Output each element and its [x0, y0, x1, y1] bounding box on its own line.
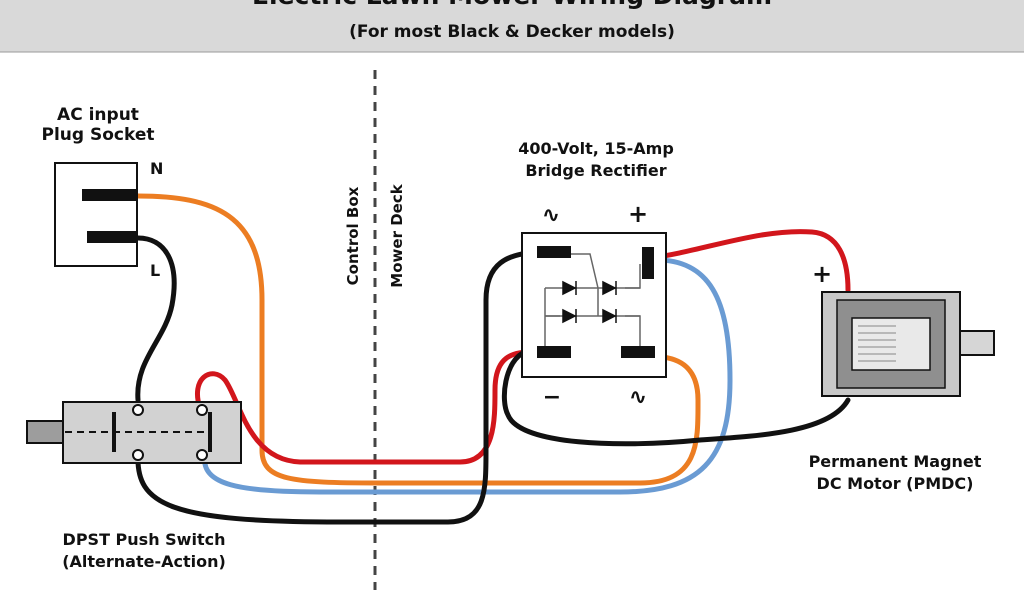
socket-pin-live: [87, 231, 138, 243]
diode-icon: [602, 280, 617, 296]
terminal-ac-top: [537, 246, 571, 258]
ac-input-symbol: ∿: [542, 203, 560, 228]
ac-plug-socket: [54, 162, 138, 267]
switch-terminal: [196, 449, 208, 461]
socket-pin-neutral: [82, 189, 138, 201]
pmdc-motor: [821, 291, 995, 397]
live-label: L: [150, 261, 160, 280]
rectifier-rating-label: 400-Volt, 15-Amp: [518, 139, 674, 158]
terminal-negative: [537, 346, 571, 358]
motor-positive-symbol: +: [812, 260, 832, 288]
switch-terminal: [196, 404, 208, 416]
positive-symbol: +: [628, 200, 648, 228]
dpst-push-switch: [26, 401, 242, 464]
plug-socket-label: Plug Socket: [42, 125, 155, 145]
mower-deck-label: Mower Deck: [388, 183, 406, 287]
bridge-rectifier: [521, 232, 667, 378]
control-box-label: Control Box: [344, 186, 362, 285]
motor-label: Permanent Magnet: [809, 452, 982, 471]
terminal-ac-bottom: [621, 346, 655, 358]
motor-shaft: [959, 330, 995, 356]
wire-black-live: [135, 235, 177, 403]
switch-plunger: [26, 420, 66, 444]
ac-input-label: AC input: [57, 105, 139, 125]
header-band: [0, 0, 1024, 52]
neutral-label: N: [150, 159, 163, 178]
diode-icon: [562, 308, 577, 324]
switch-terminal: [132, 449, 144, 461]
switch-terminal: [132, 404, 144, 416]
wire-black-ac: [135, 249, 548, 525]
diode-icon: [562, 280, 577, 296]
switch-sublabel: (Alternate-Action): [62, 552, 226, 571]
wire-black-motor: [501, 349, 851, 447]
rectifier-name-label: Bridge Rectifier: [525, 161, 666, 180]
negative-symbol: −: [543, 385, 561, 410]
wire-red-positive: [647, 229, 851, 293]
diagram-title: Electric Lawn Mower Wiring Diagram: [252, 0, 772, 10]
motor-sublabel: DC Motor (PMDC): [817, 474, 974, 493]
ac-output-symbol: ∿: [629, 385, 647, 410]
switch-label: DPST Push Switch: [63, 530, 226, 549]
wire-red-negative: [195, 349, 543, 465]
wire-blue: [202, 257, 733, 495]
diagram-subtitle: (For most Black & Decker models): [349, 22, 675, 42]
wire-orange-neutral: [135, 193, 701, 486]
diode-icon: [602, 308, 617, 324]
terminal-positive: [642, 247, 654, 279]
